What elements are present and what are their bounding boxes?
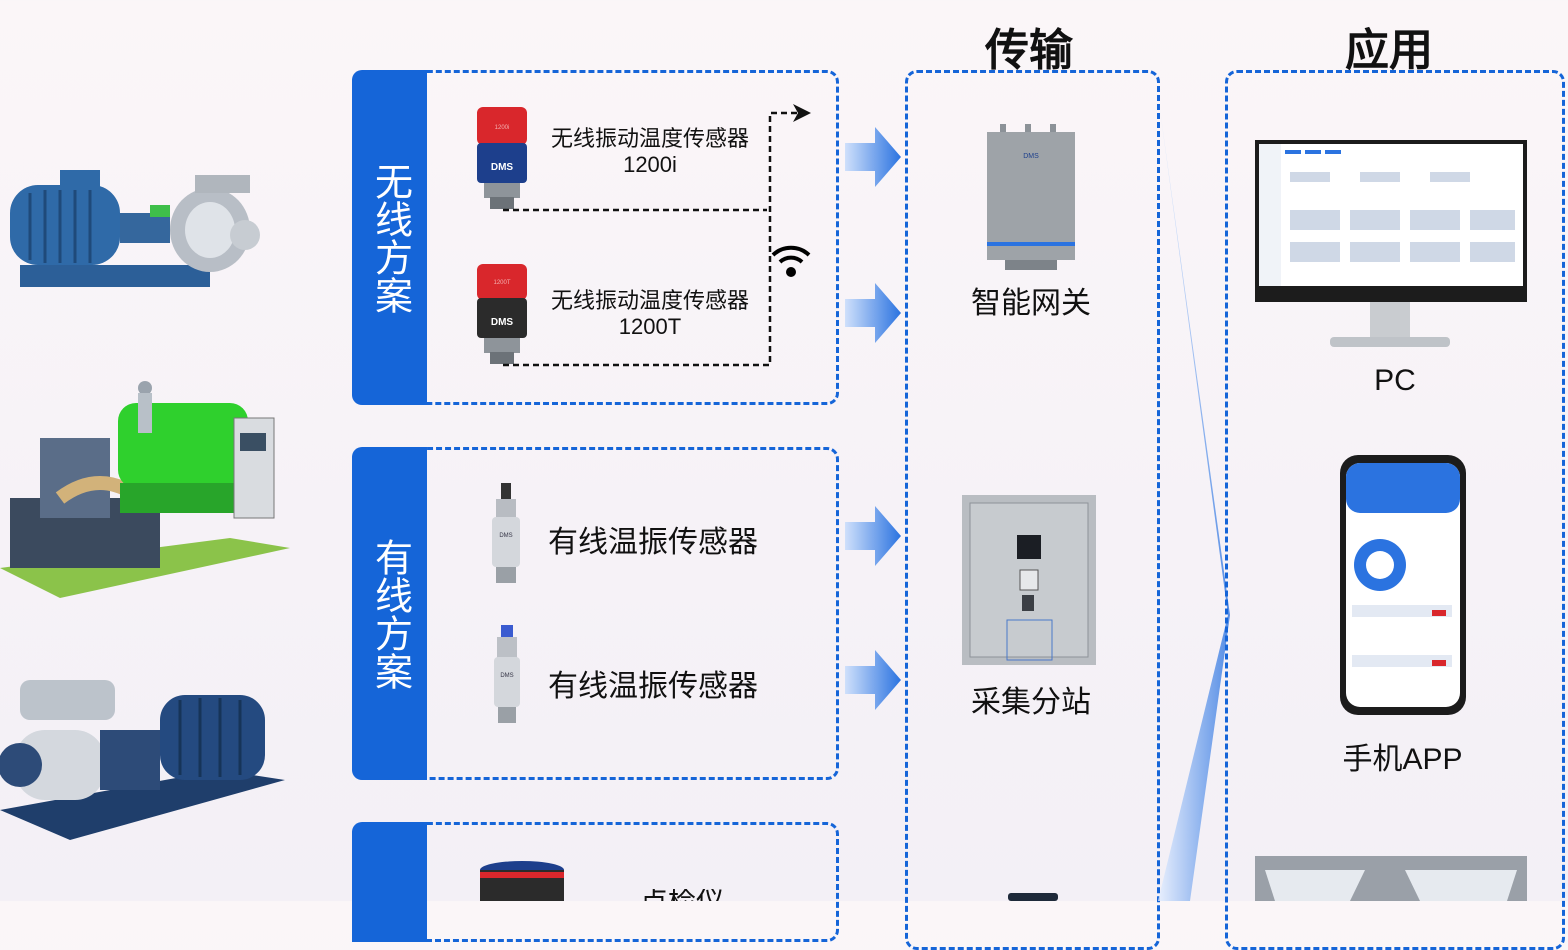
dms-logo: DMS bbox=[491, 317, 514, 328]
sensor-name: 无线振动温度传感器 bbox=[550, 288, 749, 313]
wired-sensor-image-1: DMS bbox=[492, 483, 520, 583]
wireless-sensor-1200i-label: 无线振动温度传感器 1200i bbox=[545, 126, 755, 178]
dms-logo: DMS bbox=[499, 533, 512, 539]
gateway-label: 智能网关 bbox=[971, 287, 1091, 320]
wireless-link-connector bbox=[503, 104, 811, 367]
application-title: 应用 bbox=[1345, 26, 1433, 75]
sensor-model: 1200T bbox=[618, 314, 682, 339]
flow-arrow-icon bbox=[845, 127, 901, 187]
wireless-sensor-1200t-image: 1200T DMS bbox=[477, 264, 527, 364]
dms-logo: DMS bbox=[500, 673, 513, 679]
screen-wall-partial-image bbox=[1255, 856, 1527, 901]
app-label: 手机APP bbox=[1342, 743, 1463, 776]
third-scheme-label bbox=[352, 822, 427, 942]
process-pump-image bbox=[0, 680, 285, 840]
inspection-device-image bbox=[480, 861, 564, 901]
wired-sensor-label-1: 有线温振传感器 bbox=[548, 526, 758, 559]
sensor-model: 1200i bbox=[623, 152, 677, 177]
transmission-title: 传输 bbox=[985, 26, 1073, 75]
fan-in-arrow bbox=[1158, 95, 1230, 901]
centrifugal-pump-image bbox=[10, 170, 260, 287]
wireless-sensor-1200i-image: 1200i DMS bbox=[477, 107, 527, 209]
wired-scheme-label: 有线方案 bbox=[352, 447, 427, 780]
pc-label: PC bbox=[1374, 364, 1416, 397]
compressor-unit-image bbox=[0, 381, 290, 598]
dms-logo: DMS bbox=[1023, 153, 1039, 160]
transmission-device-partial-image bbox=[1008, 893, 1058, 901]
mobile-app-image bbox=[1340, 455, 1466, 715]
station-label: 采集分站 bbox=[971, 686, 1091, 719]
wired-sensor-image-2: DMS bbox=[494, 625, 520, 723]
pc-monitor-image bbox=[1255, 140, 1527, 347]
flow-arrow-icon bbox=[845, 650, 901, 710]
svg-text:1200i: 1200i bbox=[495, 125, 510, 131]
wired-sensor-label-2: 有线温振传感器 bbox=[548, 670, 758, 703]
smart-gateway-image: DMS bbox=[987, 124, 1075, 270]
dms-logo: DMS bbox=[491, 162, 514, 173]
collection-station-image bbox=[962, 495, 1096, 665]
svg-text:1200T: 1200T bbox=[493, 280, 510, 286]
inspection-device-label: 点检仪 bbox=[640, 889, 760, 901]
wireless-scheme-label: 无线方案 bbox=[352, 70, 427, 405]
wifi-icon bbox=[771, 245, 811, 277]
wireless-sensor-1200t-label: 无线振动温度传感器 1200T bbox=[545, 288, 755, 340]
flow-arrow-icon bbox=[845, 506, 901, 566]
flow-arrow-icon bbox=[845, 283, 901, 343]
sensor-name: 无线振动温度传感器 bbox=[550, 126, 749, 151]
